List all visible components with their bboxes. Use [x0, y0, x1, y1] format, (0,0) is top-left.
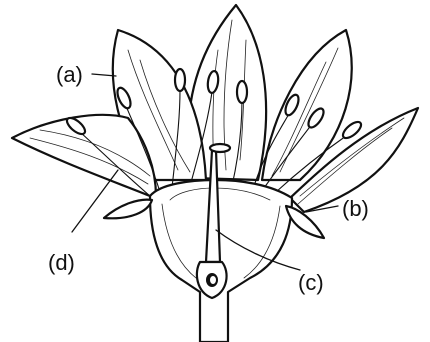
stamen-anther	[237, 81, 247, 103]
stamen-anther	[340, 119, 363, 141]
stamen-anther	[175, 69, 185, 91]
leader-d	[72, 170, 118, 232]
stigma	[210, 144, 230, 152]
sepal-left	[104, 200, 152, 219]
label-a: (a)	[56, 62, 83, 87]
label-b: (b)	[342, 196, 369, 221]
label-c: (c)	[298, 270, 324, 295]
label-d: (d)	[48, 250, 75, 275]
